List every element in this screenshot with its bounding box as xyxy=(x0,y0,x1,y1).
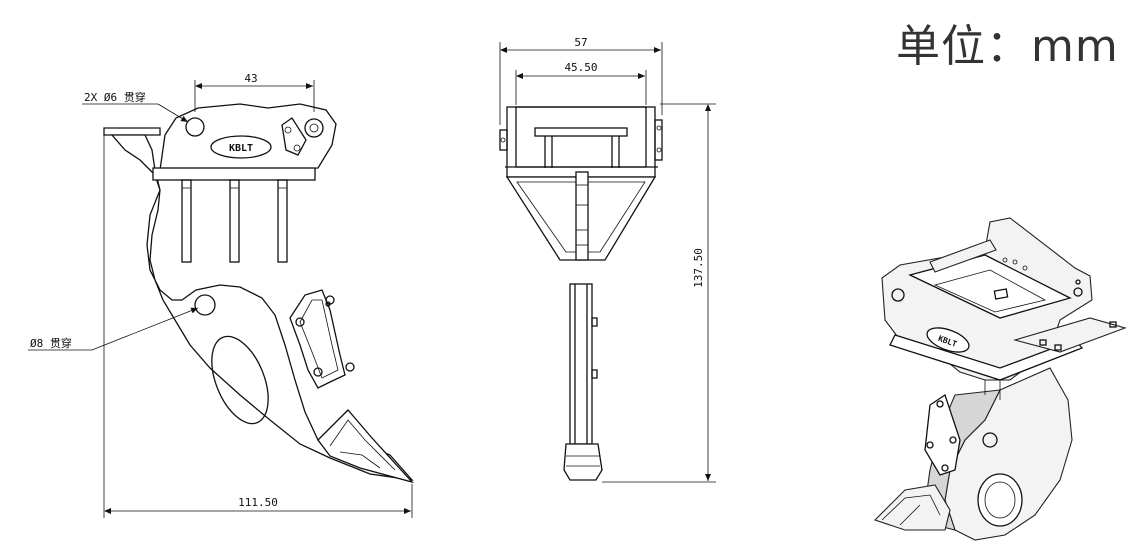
side-view: KBLT xyxy=(28,72,414,518)
dim-total-length: 111.50 xyxy=(238,496,278,509)
pin-hole-left xyxy=(185,117,205,137)
front-shank xyxy=(569,283,593,445)
callout-small-holes: 2X Ø6 贯穿 xyxy=(84,90,146,104)
iso-side-plate xyxy=(1012,317,1127,353)
front-view: 57 45.50 137.50 xyxy=(499,36,716,483)
iso-tooth xyxy=(873,484,951,531)
dim-outer-width: 57 xyxy=(574,36,587,49)
dim-height: 137.50 xyxy=(692,248,705,288)
mount-bracket xyxy=(159,103,337,171)
pin-hole-right xyxy=(304,118,324,138)
iso-brand-badge xyxy=(926,327,970,353)
brand-badge xyxy=(210,135,272,159)
callout-large-hole: Ø8 贯穿 xyxy=(30,336,72,350)
isometric-view: KBLT xyxy=(873,217,1127,541)
ripper-body-outline xyxy=(110,134,414,481)
dim-inner-width: 45.50 xyxy=(564,61,597,74)
brand-label: KBLT xyxy=(229,143,253,154)
dim-pin-spacing: 43 xyxy=(244,72,257,85)
slot xyxy=(211,335,269,425)
front-tip xyxy=(563,443,603,481)
unit-label: 单位：mm xyxy=(896,21,1119,72)
large-hole xyxy=(194,294,216,316)
